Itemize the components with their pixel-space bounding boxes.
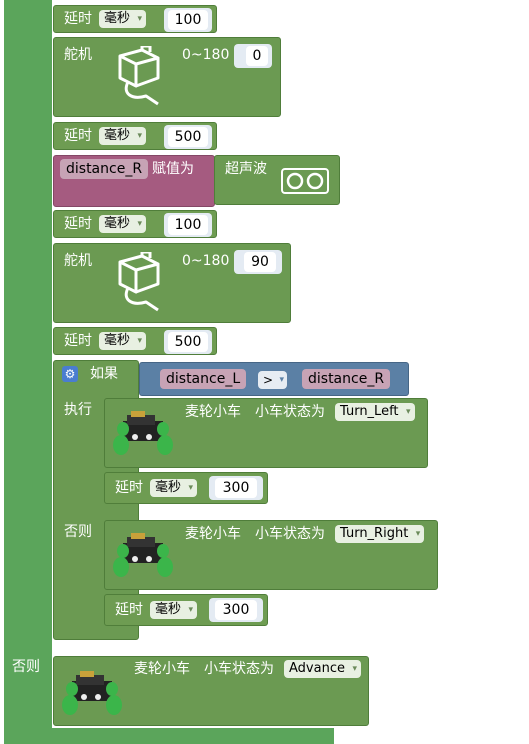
car-state-label: 小车状态为 xyxy=(255,526,325,542)
delay-block-2[interactable]: 延时 毫秒▾ 500 xyxy=(53,122,217,150)
delay-value-3[interactable]: 100 xyxy=(168,215,208,235)
servo-block-1[interactable]: 舵机 0~180 0 xyxy=(53,37,281,117)
car-state-dropdown-1[interactable]: Turn_Left▾ xyxy=(335,403,415,421)
else-label-inner: 否则 xyxy=(64,524,92,540)
servo-range: 0~180 xyxy=(182,253,230,269)
servo-angle-1[interactable]: 0 xyxy=(246,46,268,66)
delay-block-3[interactable]: 延时 毫秒▾ 100 xyxy=(53,210,217,238)
then-label: 执行 xyxy=(64,402,92,418)
car-state-label: 小车状态为 xyxy=(204,661,274,677)
mecanum-car-block-1[interactable]: 麦轮小车 小车状态为 Turn_Left▾ xyxy=(104,398,428,468)
var-distance-R[interactable]: distance_R xyxy=(60,159,149,179)
mecanum-car-block-3[interactable]: 麦轮小车 小车状态为 Advance▾ xyxy=(53,656,369,726)
servo-block-2[interactable]: 舵机 0~180 90 xyxy=(53,243,291,323)
mecanum-label: 麦轮小车 xyxy=(185,404,241,420)
servo-angle-2[interactable]: 90 xyxy=(244,252,276,272)
ms-dropdown[interactable]: 毫秒▾ xyxy=(99,332,147,350)
delay-label: 延时 xyxy=(115,602,143,618)
mecanum-car-block-2[interactable]: 麦轮小车 小车状态为 Turn_Right▾ xyxy=(104,520,438,590)
delay-block-5[interactable]: 延时 毫秒▾ 300 xyxy=(104,472,268,504)
car-state-dropdown-3[interactable]: Advance▾ xyxy=(284,660,361,678)
car-icon xyxy=(113,411,173,455)
servo-icon xyxy=(118,252,160,312)
ms-dropdown[interactable]: 毫秒▾ xyxy=(150,601,198,619)
delay-value-4[interactable]: 500 xyxy=(168,332,208,352)
assign-block-R[interactable]: distance_R 赋值为 xyxy=(53,155,215,207)
mecanum-label: 麦轮小车 xyxy=(134,661,190,677)
ultrasonic-label: 超声波 xyxy=(225,161,267,177)
ms-dropdown[interactable]: 毫秒▾ xyxy=(150,479,198,497)
compare-operator[interactable]: >▾ xyxy=(258,371,288,389)
ms-dropdown[interactable]: 毫秒▾ xyxy=(99,127,147,145)
car-icon xyxy=(62,671,122,715)
outer-loop-bar[interactable] xyxy=(4,0,52,744)
car-state-label: 小车状态为 xyxy=(255,404,325,420)
delay-value-1[interactable]: 100 xyxy=(168,10,208,30)
delay-value-5[interactable]: 300 xyxy=(215,478,257,498)
delay-value-6[interactable]: 300 xyxy=(215,600,257,620)
var-distance-L[interactable]: distance_L xyxy=(160,369,247,389)
assign-label: 赋值为 xyxy=(152,161,194,177)
ms-dropdown[interactable]: 毫秒▾ xyxy=(99,10,147,28)
gear-icon[interactable]: ⚙ xyxy=(62,366,78,382)
if-label: 如果 xyxy=(90,366,118,382)
else-label-outer: 否则 xyxy=(12,659,40,675)
mecanum-label: 麦轮小车 xyxy=(185,526,241,542)
car-icon xyxy=(113,533,173,577)
ms-dropdown[interactable]: 毫秒▾ xyxy=(99,215,147,233)
ultrasonic-block[interactable]: 超声波 xyxy=(214,155,340,205)
delay-label: 延时 xyxy=(64,216,92,232)
delay-block-4[interactable]: 延时 毫秒▾ 500 xyxy=(53,327,217,355)
delay-label: 延时 xyxy=(64,11,92,27)
servo-label: 舵机 xyxy=(64,253,92,269)
delay-label: 延时 xyxy=(115,480,143,496)
outer-loop-bottom xyxy=(4,728,334,744)
delay-block-6[interactable]: 延时 毫秒▾ 300 xyxy=(104,594,268,626)
delay-block-1[interactable]: 延时 毫秒▾ 100 xyxy=(53,5,217,33)
delay-value-2[interactable]: 500 xyxy=(168,127,208,147)
compare-block[interactable]: distance_L >▾ distance_R xyxy=(139,362,409,396)
servo-label: 舵机 xyxy=(64,47,92,63)
delay-label: 延时 xyxy=(64,333,92,349)
car-state-dropdown-2[interactable]: Turn_Right▾ xyxy=(335,525,425,543)
servo-range: 0~180 xyxy=(182,47,230,63)
var-distance-R-compare[interactable]: distance_R xyxy=(302,369,391,389)
ultrasonic-icon xyxy=(281,168,329,194)
delay-label: 延时 xyxy=(64,128,92,144)
servo-icon xyxy=(118,46,160,106)
